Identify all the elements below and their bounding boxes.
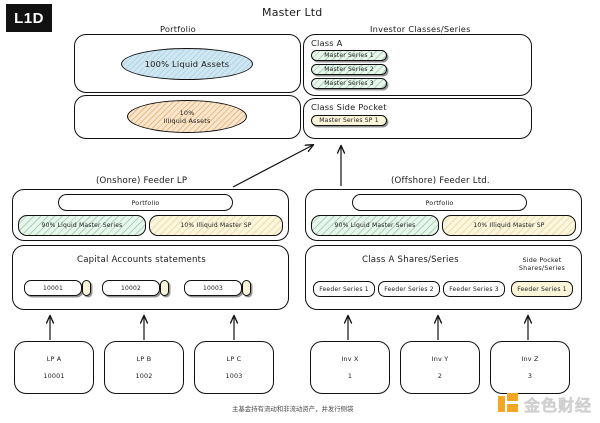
illiquid-pct: 10% [179, 108, 195, 117]
investor-box-inv-y[interactable]: Inv Y 2 [400, 341, 480, 394]
lp-b-id: 1002 [135, 372, 153, 380]
capital-account-10003-value: 10003 [184, 280, 242, 296]
caption-text: 主基金持有流动和非流动资产，并发行侧袋 [232, 405, 354, 413]
inv-y-name: Inv Y [431, 355, 449, 363]
master-class-a-label: Class A [311, 38, 343, 48]
class-a-shares-label: Class A Shares/Series [362, 255, 459, 265]
feeder-series-2[interactable]: Feeder Series 2 [378, 281, 440, 297]
investor-box-inv-x[interactable]: Inv X 1 [310, 341, 390, 394]
inv-z-id: 3 [527, 372, 533, 380]
capital-account-10002-sp-tab [160, 280, 169, 296]
lp-a-id: 10001 [43, 372, 65, 380]
master-portfolio-label: Portfolio [160, 24, 196, 34]
investor-box-lp-c[interactable]: LP C 1003 [194, 341, 274, 394]
master-series-3[interactable]: Master Series 3 [311, 78, 387, 89]
arrow-onshore-to-master [232, 145, 313, 188]
lp-b-name: LP B [136, 355, 152, 363]
offshore-portfolio-label: Portfolio [352, 194, 527, 211]
lp-a-name: LP A [46, 355, 62, 363]
master-side-pocket-label: Class Side Pocket [311, 102, 387, 112]
watermark-text: 金色财经 [524, 396, 593, 415]
investor-box-inv-z[interactable]: Inv Z 3 [490, 341, 570, 394]
watermark-logo-icon [498, 393, 520, 415]
offshore-feeder-title: (Offshore) Feeder Ltd. [391, 176, 490, 186]
offshore-holding-illiquid[interactable]: 10% Illiquid Master SP [442, 215, 576, 236]
capital-account-10001[interactable]: 10001 [24, 280, 96, 296]
onshore-holding-illiquid[interactable]: 10% Illiquid Master SP [149, 215, 283, 236]
onshore-portfolio-label: Portfolio [58, 194, 233, 211]
inv-z-name: Inv Z [521, 355, 539, 363]
side-pocket-shares-label: Side Pocket Shares/Series [505, 252, 579, 276]
inv-y-id: 2 [437, 372, 443, 380]
l1d-logo: L1D [6, 4, 52, 32]
master-series-2[interactable]: Master Series 2 [311, 64, 387, 75]
side-pocket-shares-line1: Side Pocket [522, 256, 562, 264]
inv-x-id: 1 [347, 372, 353, 380]
watermark: 金色财经 [498, 392, 592, 416]
master-series-1[interactable]: Master Series 1 [311, 50, 387, 61]
feeder-series-sp-1[interactable]: Feeder Series 1 [511, 281, 573, 297]
offshore-shares-box [305, 245, 582, 310]
investor-box-lp-a[interactable]: LP A 10001 [14, 341, 94, 394]
master-series-sp-1[interactable]: Master Series SP 1 [311, 115, 387, 126]
investor-classes-label: Investor Classes/Series [370, 24, 471, 34]
lp-c-id: 1003 [225, 372, 243, 380]
capital-account-10003-sp-tab [242, 280, 251, 296]
onshore-capital-accounts-box [12, 245, 289, 310]
inv-x-name: Inv X [341, 355, 359, 363]
master-liquid-assets-ellipse: 100% Liquid Assets [121, 48, 253, 80]
master-illiquid-assets-ellipse: 10% Illiquid Assets [127, 100, 247, 133]
capital-account-10003[interactable]: 10003 [184, 280, 256, 296]
capital-account-10002[interactable]: 10002 [102, 280, 174, 296]
feeder-series-1[interactable]: Feeder Series 1 [313, 281, 375, 297]
capital-account-10002-value: 10002 [102, 280, 160, 296]
onshore-holding-liquid[interactable]: 90% Liquid Master Series [18, 215, 146, 236]
capital-accounts-label: Capital Accounts statements [77, 255, 206, 265]
lp-c-name: LP C [226, 355, 242, 363]
page-title: Master Ltd [262, 6, 323, 19]
investor-box-lp-b[interactable]: LP B 1002 [104, 341, 184, 394]
illiquid-text: Illiquid Assets [163, 116, 211, 125]
capital-account-10001-sp-tab [82, 280, 91, 296]
offshore-holding-liquid[interactable]: 90% Liquid Master Series [311, 215, 439, 236]
onshore-feeder-title: (Onshore) Feeder LP [96, 176, 188, 186]
capital-account-10001-value: 10001 [24, 280, 82, 296]
feeder-series-3[interactable]: Feeder Series 3 [443, 281, 505, 297]
side-pocket-shares-line2: Shares/Series [518, 264, 566, 272]
